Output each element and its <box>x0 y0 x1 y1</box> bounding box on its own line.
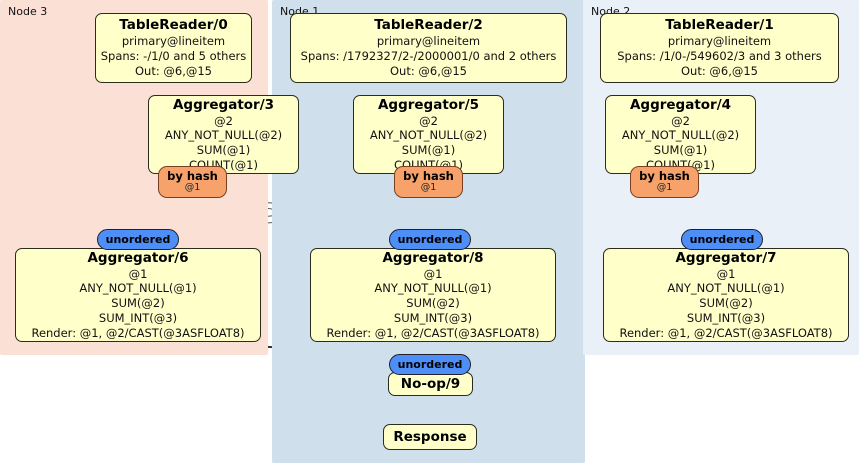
aggregator-4-line: SUM(@1) <box>653 142 708 157</box>
tablereader-0-title: TableReader/0 <box>119 17 228 34</box>
aggregator-6-line: SUM_INT(@3) <box>98 310 178 325</box>
aggregator-7-line: Render: @1, @2/CAST(@3ASFLOAT8) <box>619 325 833 340</box>
tablereader-1-line: primary@lineitem <box>667 34 772 49</box>
aggregator-8-line: SUM(@2) <box>406 296 460 311</box>
aggregator-3-line: ANY_NOT_NULL(@2) <box>164 128 283 143</box>
aggregator-8-line: @1 <box>423 266 443 281</box>
by-hash-4-column: @1 <box>656 182 673 194</box>
tablereader-0-line: Out: @6,@15 <box>135 63 212 78</box>
no-op-9-title: No-op/9 <box>400 375 461 392</box>
unordered-final[interactable]: unordered <box>389 354 471 375</box>
aggregator-8-line: ANY_NOT_NULL(@1) <box>374 281 492 296</box>
aggregator-3-title: Aggregator/3 <box>172 96 275 113</box>
tablereader-2-line: primary@lineitem <box>376 34 481 49</box>
aggregator-5-line: SUM(@1) <box>401 142 456 157</box>
unordered-right-label: unordered <box>689 233 755 246</box>
aggregator-6-line: ANY_NOT_NULL(@1) <box>79 281 197 296</box>
response-title: Response <box>393 428 467 445</box>
by-hash-4-label: by hash <box>639 168 690 183</box>
aggregator-7-title: Aggregator/7 <box>675 249 777 266</box>
aggregator-4-title: Aggregator/4 <box>629 96 732 113</box>
tablereader-2-title: TableReader/2 <box>374 17 483 34</box>
aggregator-7-line: ANY_NOT_NULL(@1) <box>667 281 785 296</box>
unordered-right[interactable]: unordered <box>681 229 763 250</box>
panel-label-node-3: Node 3 <box>8 5 48 18</box>
aggregator-8-title: Aggregator/8 <box>382 249 484 266</box>
aggregator-7-line: SUM(@2) <box>699 296 753 311</box>
by-hash-4[interactable]: by hash@1 <box>630 166 699 198</box>
aggregator-5-title: Aggregator/5 <box>377 96 480 113</box>
by-hash-5-label: by hash <box>403 168 454 183</box>
aggregator-4-line: @2 <box>671 113 690 128</box>
tablereader-0-line: primary@lineitem <box>121 34 226 49</box>
by-hash-3-column: @1 <box>184 182 201 194</box>
aggregator-8-line: Render: @1, @2/CAST(@3ASFLOAT8) <box>326 325 540 340</box>
no-op-9[interactable]: No-op/9 <box>388 372 473 396</box>
aggregator-6-line: @1 <box>128 266 148 281</box>
unordered-left-label: unordered <box>105 233 171 246</box>
tablereader-1-line: Spans: /1/0-/549602/3 and 3 others <box>617 49 822 64</box>
tablereader-1-title: TableReader/1 <box>665 17 774 34</box>
response[interactable]: Response <box>383 424 477 450</box>
aggregator-6-title: Aggregator/6 <box>87 249 189 266</box>
aggregator-4-line: ANY_NOT_NULL(@2) <box>621 128 740 143</box>
unordered-left[interactable]: unordered <box>97 229 179 250</box>
unordered-center[interactable]: unordered <box>389 229 471 250</box>
tablereader-1-line: Out: @6,@15 <box>681 63 758 78</box>
aggregator-7-line: SUM_INT(@3) <box>686 310 766 325</box>
aggregator-8-line: SUM_INT(@3) <box>393 310 473 325</box>
aggregator-3-line: @2 <box>214 113 233 128</box>
by-hash-3-label: by hash <box>167 168 218 183</box>
unordered-final-label: unordered <box>397 358 463 371</box>
aggregator-7-line: @1 <box>716 266 736 281</box>
by-hash-5[interactable]: by hash@1 <box>394 166 463 198</box>
tablereader-2-line: Out: @6,@15 <box>390 63 467 78</box>
aggregator-3-line: SUM(@1) <box>196 142 251 157</box>
unordered-center-label: unordered <box>397 233 463 246</box>
by-hash-3[interactable]: by hash@1 <box>158 166 227 198</box>
tablereader-2-line: Spans: /1792327/2-/2000001/0 and 2 other… <box>300 49 557 64</box>
aggregator-5-line: @2 <box>419 113 438 128</box>
aggregator-6-line: Render: @1, @2/CAST(@3ASFLOAT8) <box>31 325 245 340</box>
aggregator-6-line: SUM(@2) <box>111 296 165 311</box>
by-hash-5-column: @1 <box>420 182 437 194</box>
tablereader-0-line: Spans: -/1/0 and 5 others <box>100 49 247 64</box>
aggregator-5-line: ANY_NOT_NULL(@2) <box>369 128 488 143</box>
